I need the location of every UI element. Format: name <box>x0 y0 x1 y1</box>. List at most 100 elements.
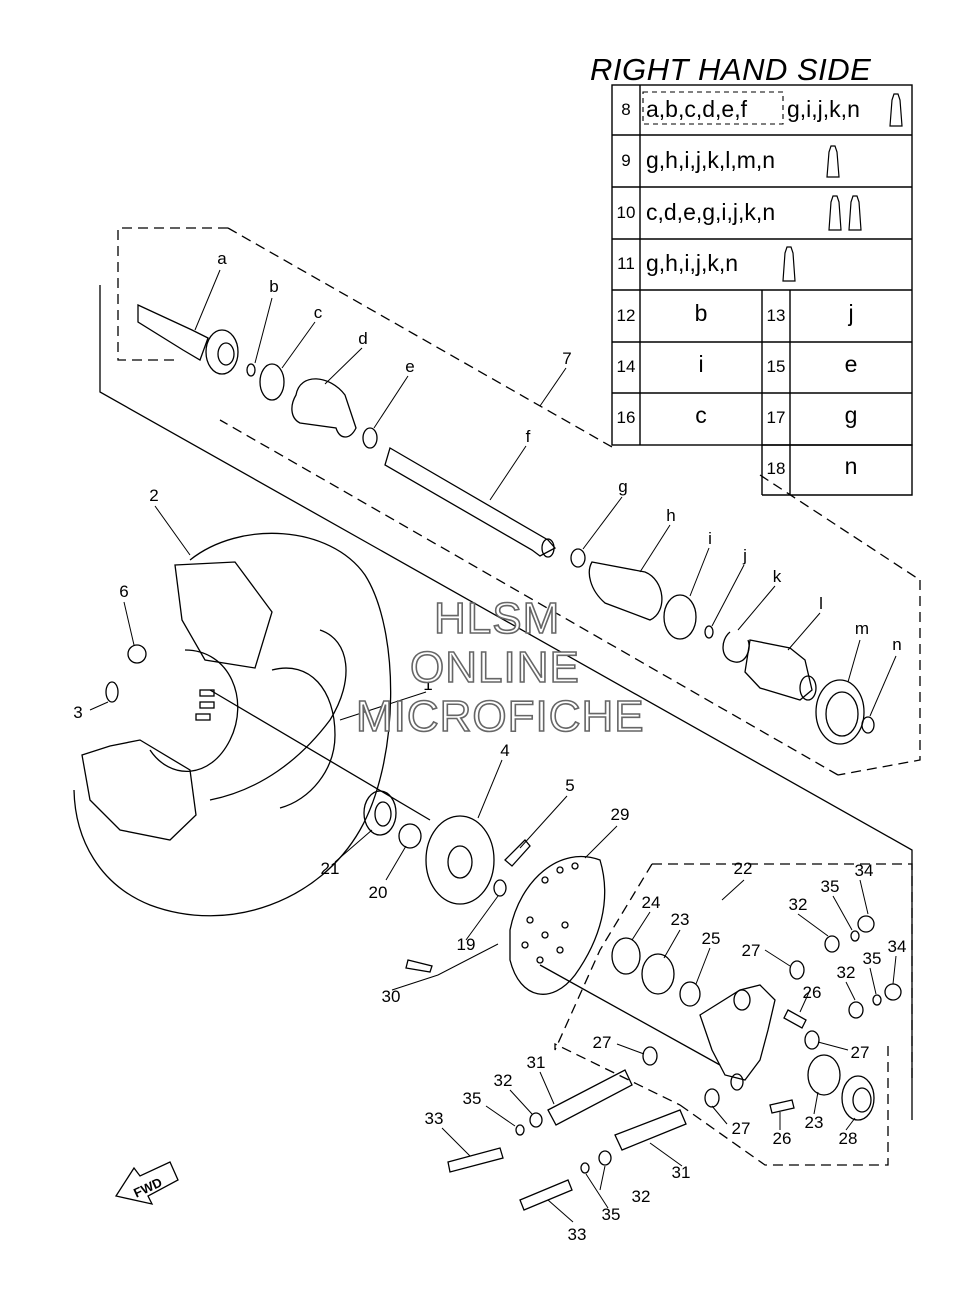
bearing-part-21 <box>363 790 397 836</box>
knuckle-part-22 <box>699 984 776 1091</box>
kit-pair-value: i <box>698 351 703 377</box>
collar-parts-31 <box>547 1069 687 1151</box>
callout-33: 33 <box>425 1109 444 1128</box>
oil-seal-part-m <box>815 679 865 745</box>
kit-pair-value: e <box>845 351 858 377</box>
watermark-line-2: ONLINE <box>409 642 580 693</box>
kit-row-9-number: 9 <box>621 151 630 170</box>
callout-l: l <box>819 594 823 613</box>
callout-35c: 35 <box>463 1089 482 1108</box>
grease-tube-icon <box>826 145 840 178</box>
callout-31b: 31 <box>672 1163 691 1182</box>
callout-3: 3 <box>73 703 82 722</box>
callout-27b: 27 <box>593 1033 612 1052</box>
small-fittings <box>515 915 902 1174</box>
callout-27: 27 <box>742 941 761 960</box>
callout-1: 1 <box>423 675 432 694</box>
callout-b: b <box>269 277 278 296</box>
page-title: RIGHT HAND SIDE <box>590 52 872 87</box>
callout-20: 20 <box>369 883 388 902</box>
callout-33b: 33 <box>568 1225 587 1244</box>
kit-pair-number: 18 <box>767 459 786 478</box>
boot-part-d <box>291 378 357 438</box>
callout-26: 26 <box>803 983 822 1002</box>
callout-35d: 35 <box>602 1205 621 1224</box>
callout-5: 5 <box>565 776 574 795</box>
kit-pair-value: c <box>695 402 707 428</box>
grease-tube-icons <box>782 93 903 282</box>
kit-row-11-parts: g,h,i,j,k,n <box>646 250 738 276</box>
callout-i: i <box>708 529 712 548</box>
callout-e: e <box>405 357 414 376</box>
band-part-g <box>570 548 586 568</box>
stud-part-5 <box>504 839 531 867</box>
callout-32b: 32 <box>837 963 856 982</box>
kit-table-grid <box>611 84 913 496</box>
brake-disc-part-29 <box>509 855 606 995</box>
callout-g: g <box>618 477 627 496</box>
drive-shaft-group-outline <box>117 227 921 776</box>
callout-26b: 26 <box>773 1129 792 1148</box>
callout-28: 28 <box>839 1129 858 1148</box>
bolt-part-3 <box>105 681 119 703</box>
kit-row-8-parts: a,b,c,d,e,f <box>646 96 748 122</box>
oil-seal-part-28 <box>841 1075 875 1121</box>
grease-tube-icon <box>848 195 862 231</box>
callout-d: d <box>358 329 367 348</box>
kit-row-8-extra: g,i,j,k,n <box>787 96 860 122</box>
bearing-parts-23 <box>641 953 841 1096</box>
callout-32: 32 <box>789 895 808 914</box>
callout-34: 34 <box>855 861 874 880</box>
ring-part-25 <box>679 981 701 1007</box>
callout-c: c <box>314 303 323 322</box>
callout-27c: 27 <box>851 1043 870 1062</box>
circlip-part-k <box>722 631 750 663</box>
kit-pair-number: 14 <box>617 357 636 376</box>
kit-pair-number: 17 <box>767 408 786 427</box>
band-part-c <box>259 363 285 401</box>
circlip-part-j <box>704 625 714 639</box>
boot-part-h <box>588 561 663 621</box>
circlip-part-b <box>246 363 256 377</box>
callout-24: 24 <box>642 893 661 912</box>
callout-a: a <box>217 249 227 268</box>
callout-31: 31 <box>527 1053 546 1072</box>
o-ring-part-19 <box>493 879 507 897</box>
callout-32c: 32 <box>494 1071 513 1090</box>
band-part-i <box>663 594 697 640</box>
hub-part-4 <box>425 815 495 905</box>
bolt-part-30 <box>405 959 433 973</box>
callout-32d: 32 <box>632 1187 651 1206</box>
callout-2: 2 <box>149 486 158 505</box>
callout-n: n <box>892 635 901 654</box>
callout-35: 35 <box>821 877 840 896</box>
watermark-line-1: HLSM <box>433 593 561 644</box>
callout-j: j <box>742 546 747 565</box>
seal-part-24 <box>611 937 641 975</box>
callout-19: 19 <box>457 935 476 954</box>
nut-part-6 <box>127 644 147 664</box>
callout-25: 25 <box>702 929 721 948</box>
watermark-line-3: MICROFICHE <box>355 691 645 742</box>
callout-h: h <box>666 506 675 525</box>
callout-4: 4 <box>500 741 509 760</box>
band-part-e <box>362 427 378 449</box>
kit-pair-number: 15 <box>767 357 786 376</box>
callout-7: 7 <box>562 349 571 368</box>
callout-leaders <box>89 269 897 1223</box>
kit-pair-number: 16 <box>617 408 636 427</box>
callout-30: 30 <box>382 987 401 1006</box>
tire-part-2 <box>73 532 392 917</box>
callout-22: 22 <box>734 859 753 878</box>
kit-row-11-number: 11 <box>617 254 635 273</box>
kit-pair-number: 12 <box>617 306 636 325</box>
callout-35b: 35 <box>863 949 882 968</box>
callout-f: f <box>526 427 531 446</box>
collar-part-20 <box>398 823 422 849</box>
kit-row-10-parts: c,d,e,g,i,j,k,n <box>646 199 775 225</box>
callout-27d: 27 <box>732 1119 751 1138</box>
kit-pair-value: n <box>845 453 858 479</box>
callout-23b: 23 <box>805 1113 824 1132</box>
kit-row-9-parts: g,h,i,j,k,l,m,n <box>646 147 775 173</box>
